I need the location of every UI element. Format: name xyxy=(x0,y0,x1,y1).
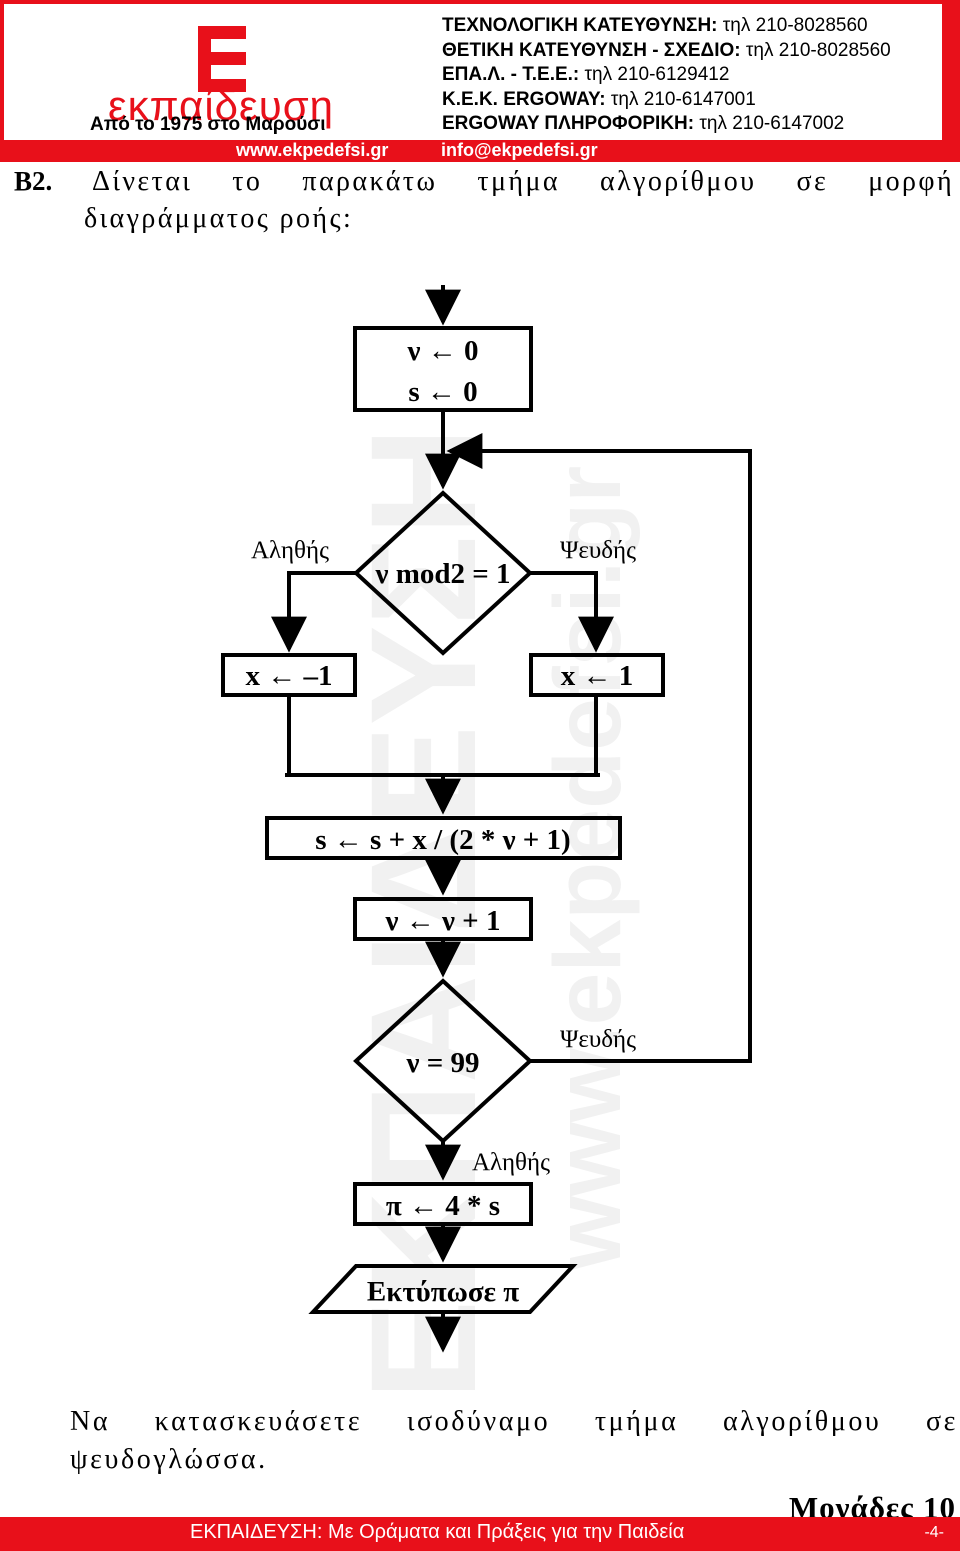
logo-text: εκπαίδευση xyxy=(107,82,335,129)
logo-mark-icon xyxy=(198,26,246,92)
web-links: www.ekpedefsi.gr info@ekpedefsi.gr xyxy=(0,139,960,162)
update-s-text: s ← s + x / (2 * ν + 1) xyxy=(315,824,570,856)
contact-list: ΤΕΧΝΟΛΟΓΙΚΗ ΚΑΤΕΥΘΥΝΣΗ: τηλ 210-8028560 … xyxy=(442,14,891,137)
svg-text:www.ekpedefsi.gr: www.ekpedefsi.gr xyxy=(535,466,641,1271)
question-number: Β2. xyxy=(14,166,53,196)
contact-line: ΘΕΤΙΚΗ ΚΑΤΕΥΘΥΝΣΗ - ΣΧΕΔΙΟ: τηλ 210-8028… xyxy=(442,39,891,61)
question-text-line1: Δίνεται το παρακάτω τμήμα αλγορίθμου σε … xyxy=(92,166,954,197)
decision1-true-label: Αληθής xyxy=(251,537,329,564)
email-link[interactable]: info@ekpedefsi.gr xyxy=(441,140,598,160)
contact-line: ERGOWAY ΠΛΗΡΟΦΟΡΙΚΗ: τηλ 210-6147002 xyxy=(442,113,845,134)
assign-false-text: x ← 1 xyxy=(561,660,634,692)
footer-slogan: ΕΚΠΑΙΔΕΥΣΗ: Με Οράματα και Πράξεις για τ… xyxy=(190,1521,685,1543)
decision2-true-label: Αληθής xyxy=(472,1149,550,1176)
page-header: εκπαίδευση ΤΕΧΝΟΛΟΓΙΚΗ ΚΑΤΕΥΘΥΝΣΗ: τηλ 2… xyxy=(0,0,960,162)
task-text-line1: Να κατασκευάσετε ισοδύναμο τμήμα αλγορίθ… xyxy=(70,1406,958,1437)
watermark: ΕΚΠΑΙΔΕΥΣΗ www.ekpedefsi.gr xyxy=(339,427,641,1400)
init-line2: s ← 0 xyxy=(408,376,477,408)
logo-tagline: Από το 1975 στο Μαρούσι xyxy=(90,114,326,135)
decision1-diamond xyxy=(353,490,533,656)
init-line1: ν ← 0 xyxy=(407,335,479,367)
decision1-false-label: Ψευδής xyxy=(560,537,636,564)
question-text-line2: διαγράμματος ροής: xyxy=(84,203,354,234)
page-footer: ΕΚΠΑΙΔΕΥΣΗ: Με Οράματα και Πράξεις για τ… xyxy=(0,1517,960,1551)
flowchart: ΕΚΠΑΙΔΕΥΣΗ www.ekpedefsi.gr xyxy=(221,285,752,1400)
task-text-line2: ψευδογλώσσα. xyxy=(70,1444,268,1475)
flow-lines xyxy=(221,285,752,1353)
header-panel: εκπαίδευση ΤΕΧΝΟΛΟΓΙΚΗ ΚΑΤΕΥΘΥΝΣΗ: τηλ 2… xyxy=(2,2,944,142)
contact-line: Κ.Ε.Κ. ERGOWAY: τηλ 210-6147001 xyxy=(442,88,756,110)
decision2-false-label: Ψευδής xyxy=(560,1026,636,1053)
contact-line: ΕΠΑ.Λ. - Τ.Ε.Ε.: τηλ 210-6129412 xyxy=(442,64,730,85)
increment-text: ν ← ν + 1 xyxy=(385,905,501,937)
page-number: -4- xyxy=(924,1524,944,1541)
website-link[interactable]: www.ekpedefsi.gr xyxy=(236,140,389,160)
contact-line: ΤΕΧΝΟΛΟΓΙΚΗ ΚΑΤΕΥΘΥΝΣΗ: τηλ 210-8028560 xyxy=(442,15,868,36)
output-text: Εκτύπωσε π xyxy=(367,1276,519,1308)
compute-pi-text: π ← 4 * s xyxy=(386,1190,500,1222)
decision1-text: ν mod2 = 1 xyxy=(374,558,510,590)
logo: εκπαίδευση xyxy=(86,22,356,142)
assign-true-text: x ← –1 xyxy=(246,660,333,692)
decision2-text: ν = 99 xyxy=(406,1047,480,1079)
svg-text:ΕΚΠΑΙΔΕΥΣΗ: ΕΚΠΑΙΔΕΥΣΗ xyxy=(339,427,507,1400)
output-parallelogram xyxy=(308,1264,578,1314)
